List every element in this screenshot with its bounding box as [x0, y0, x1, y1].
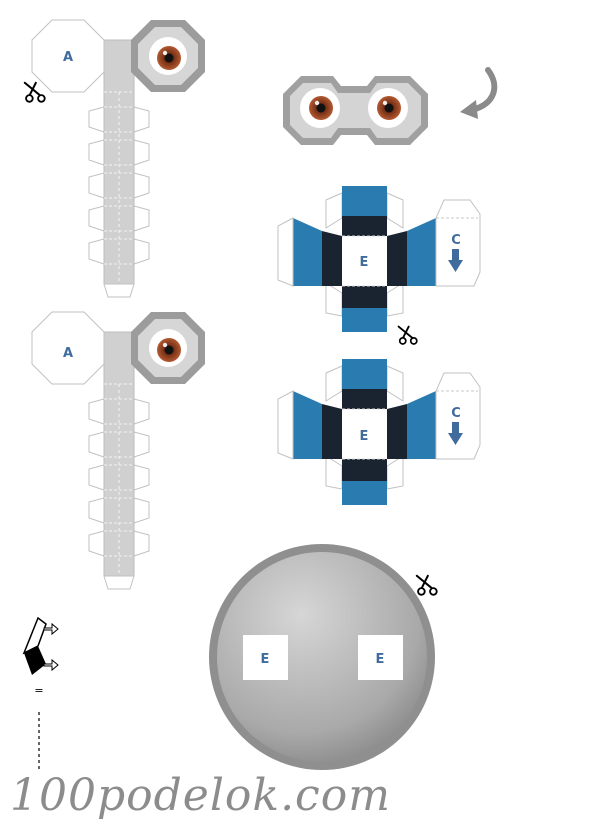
scissors-icon — [397, 325, 418, 345]
label-a-2: A — [63, 346, 73, 361]
watermark: 100podelok.com — [10, 770, 391, 821]
label-e-cross-2: E — [360, 429, 369, 444]
label-e-head-left: E — [261, 652, 270, 667]
curved-arrow-icon — [460, 67, 498, 119]
label-e-head-right: E — [376, 652, 385, 667]
arm-strip-1 — [31, 19, 206, 298]
body-cross-1 — [277, 185, 481, 333]
head-circle — [209, 544, 435, 770]
label-c-1: C — [451, 233, 461, 248]
label-a-1: A — [63, 50, 73, 65]
label-c-2: C — [451, 406, 461, 421]
body-cross-2 — [277, 358, 481, 506]
label-e-cross-1: E — [360, 255, 369, 270]
fold-mark: = — [34, 684, 43, 697]
scissors-icon — [23, 81, 46, 103]
fold-guide-icon — [22, 616, 59, 770]
arm-strip-2 — [31, 311, 206, 590]
scissors-icon — [415, 574, 438, 596]
goggles-piece — [283, 76, 428, 145]
